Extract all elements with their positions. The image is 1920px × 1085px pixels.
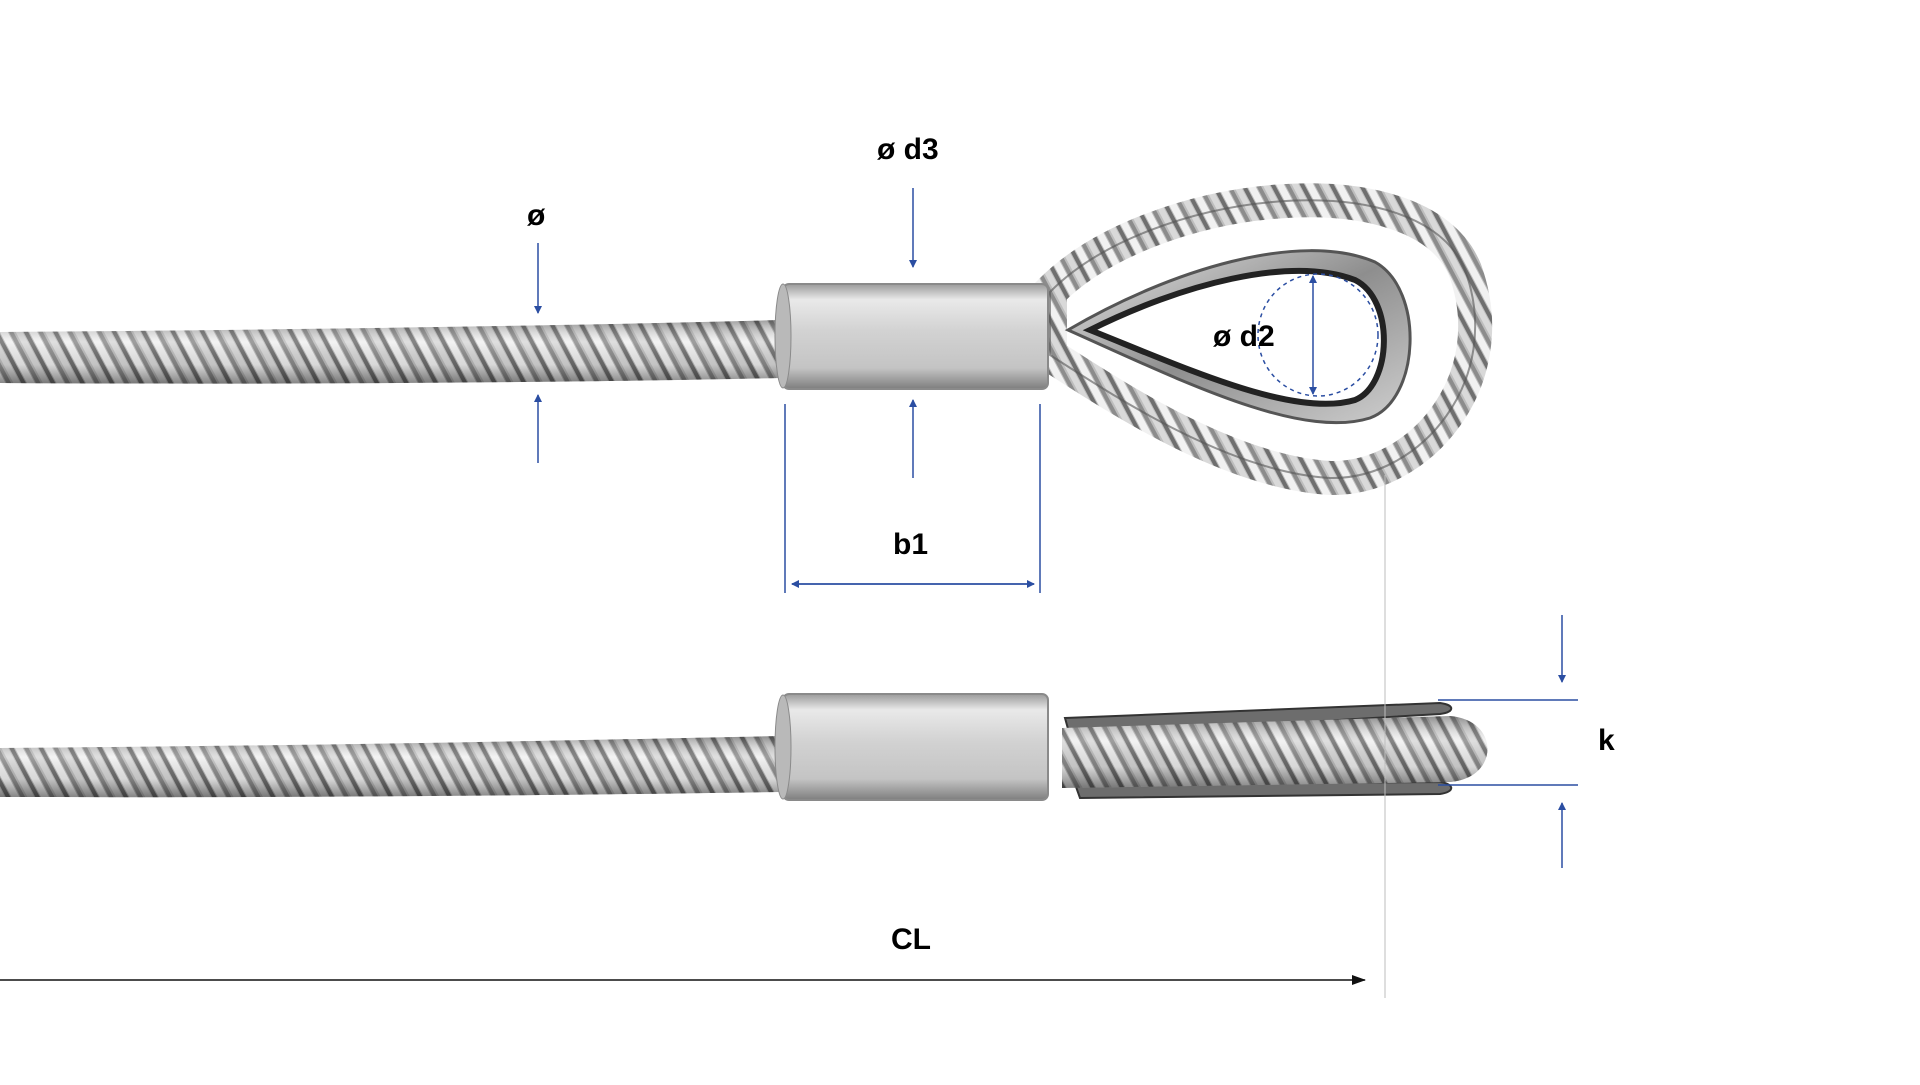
thimble-thickness-dimension (1438, 615, 1578, 868)
top-eye-loop (1033, 183, 1493, 496)
ferrule-diameter-label: ø d3 (877, 133, 939, 166)
cable-length-label: CL (891, 923, 931, 956)
top-ferrule (774, 283, 1049, 390)
bottom-rope (0, 736, 780, 798)
thimble-inner-diameter-dimension (1257, 273, 1379, 397)
thimble (1064, 249, 1412, 425)
bottom-thimble-side (1062, 701, 1488, 800)
bottom-ferrule (774, 693, 1049, 801)
rope-diameter-label: ø (527, 199, 546, 232)
ferrule-length-dimension (784, 404, 1041, 593)
thimble-thickness-label: k (1598, 724, 1615, 757)
top-rope (0, 320, 780, 384)
ferrule-length-label: b1 (893, 528, 929, 561)
thimble-inner-diameter-label: ø d2 (1213, 320, 1275, 353)
cable-length-dimension (0, 475, 1386, 998)
